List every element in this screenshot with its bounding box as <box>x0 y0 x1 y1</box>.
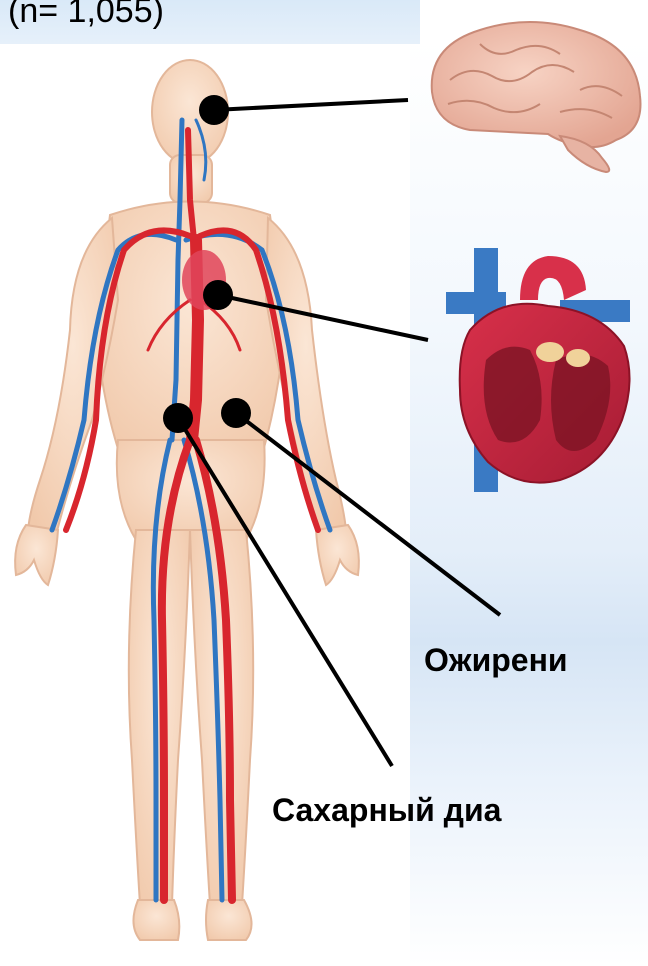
pointer-brain <box>214 100 408 110</box>
dot-heart <box>203 280 233 310</box>
dot-obesity <box>221 398 251 428</box>
pointer-obesity <box>236 413 500 615</box>
dot-brain <box>199 95 229 125</box>
obesity-label: Ожирени <box>424 642 568 679</box>
brain-icon <box>432 22 641 172</box>
heart-icon <box>446 248 630 492</box>
dot-diabetes <box>163 403 193 433</box>
diabetes-label: Сахарный диа <box>272 792 501 829</box>
